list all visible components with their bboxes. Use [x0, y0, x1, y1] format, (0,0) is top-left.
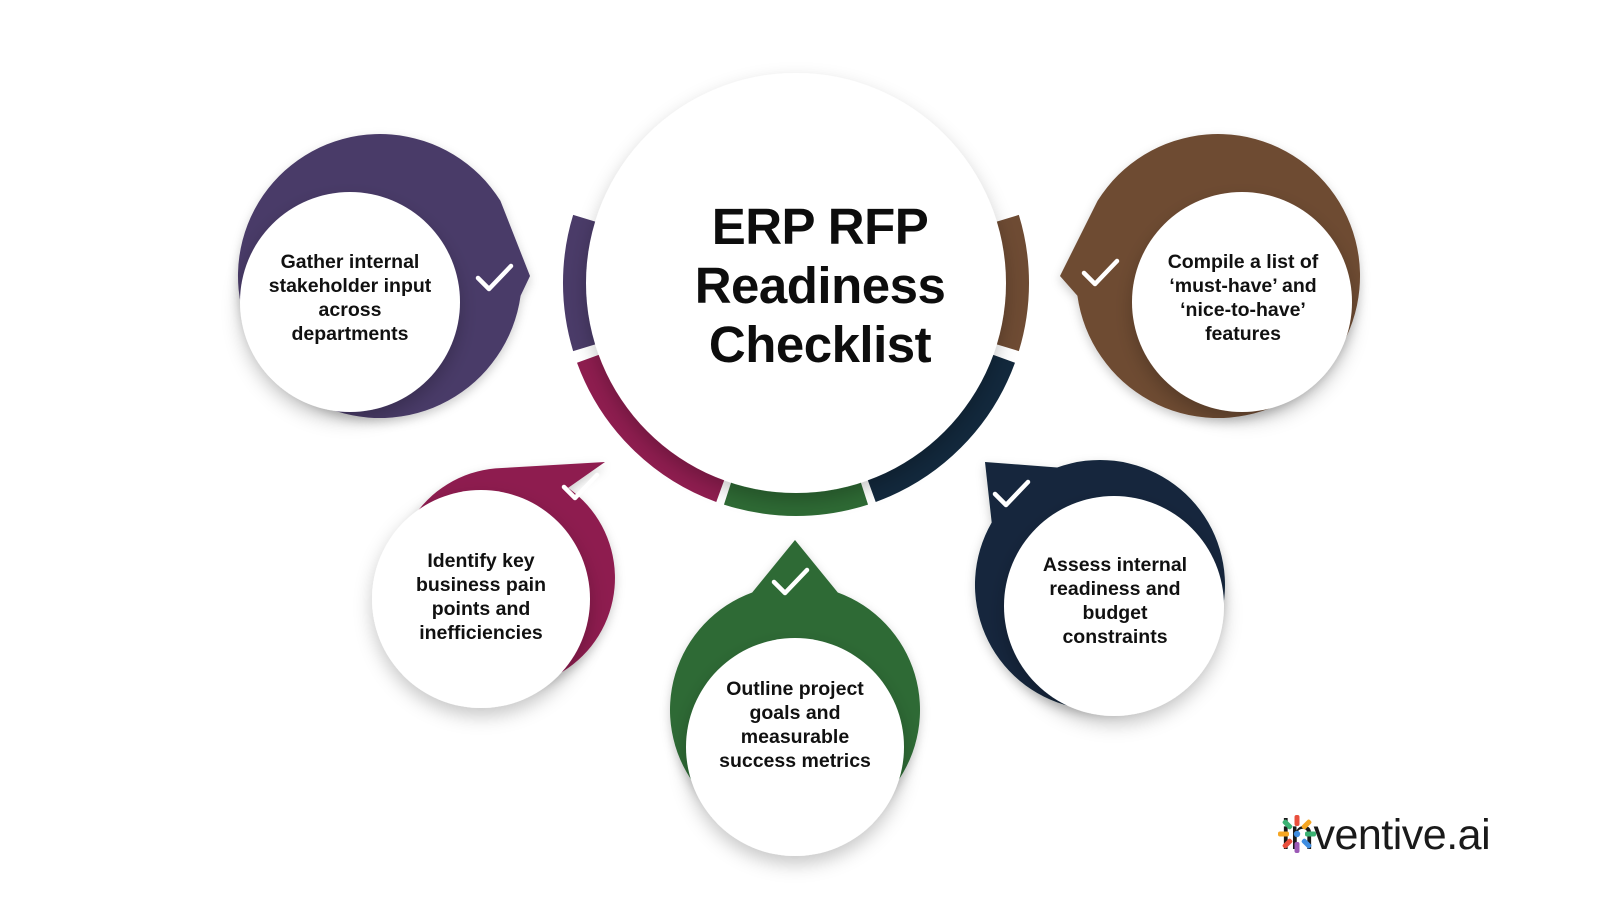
step-4-node: [974, 459, 1225, 716]
step-1-label: Gather internal stakeholder input across…: [268, 251, 432, 345]
step-3-node: [670, 540, 921, 856]
check-icon: [475, 263, 514, 292]
ring-segment-5: [990, 214, 1029, 352]
ring-segment-1: [563, 214, 602, 352]
step-2-circle: [372, 490, 590, 708]
check-icon: [771, 567, 810, 596]
ring-segment-2: [577, 352, 727, 502]
step-4-label: Assess internal readiness and budget con…: [1042, 554, 1188, 648]
ring-segment-4: [865, 352, 1015, 502]
step-nodes: [237, 134, 1361, 856]
center-circle: [586, 73, 1006, 493]
step-5-label: Compile a list of ‘must-have’ and ‘nice-…: [1167, 251, 1319, 345]
brand-logo: inventive.ai: [1275, 811, 1491, 859]
step-2-node: [372, 462, 615, 708]
step-3-label: Outline project goals and measurable suc…: [719, 678, 871, 772]
diagram-title-text: ERP RFP Readiness Checklist: [694, 197, 946, 373]
check-icon: [992, 479, 1031, 508]
check-icon: [1081, 258, 1120, 287]
step-3-circle: [686, 638, 904, 856]
step-2-label: Identify key business pain points and in…: [415, 550, 547, 644]
check-icon: [561, 472, 600, 501]
center-ring-segments: [563, 214, 1029, 516]
diagram-title: ERP RFP Readiness Checklist: [620, 185, 1020, 385]
step-5-circle: [1132, 192, 1352, 412]
step-1-circle: [240, 192, 460, 412]
inventive-logo-icon: [1278, 815, 1316, 853]
step-5-node: [1060, 134, 1361, 419]
step-1-node: [237, 134, 530, 419]
ring-segment-3: [723, 475, 869, 516]
step-4-circle: [1004, 496, 1224, 716]
